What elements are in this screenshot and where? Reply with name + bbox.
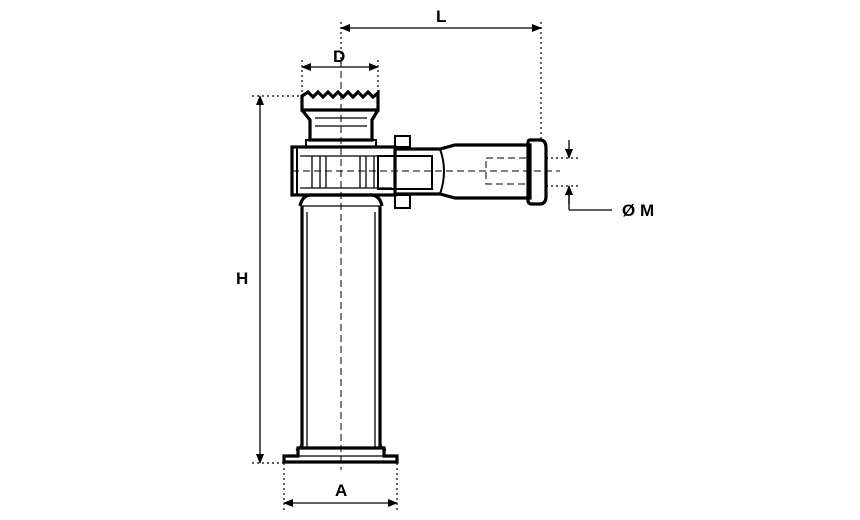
crown-head	[300, 89, 380, 148]
dimension-h	[252, 95, 300, 464]
column-body	[295, 193, 387, 451]
label-a: A	[335, 481, 347, 500]
dimension-d	[301, 60, 379, 92]
center-lines	[292, 60, 560, 470]
label-d: D	[333, 47, 345, 66]
label-l: L	[436, 7, 446, 26]
dimension-a	[283, 463, 398, 510]
crank-handle	[377, 135, 548, 209]
dimension-m	[546, 140, 612, 211]
label-h: H	[236, 269, 248, 288]
label-m: Ø M	[622, 201, 654, 220]
dimension-l	[340, 22, 542, 140]
